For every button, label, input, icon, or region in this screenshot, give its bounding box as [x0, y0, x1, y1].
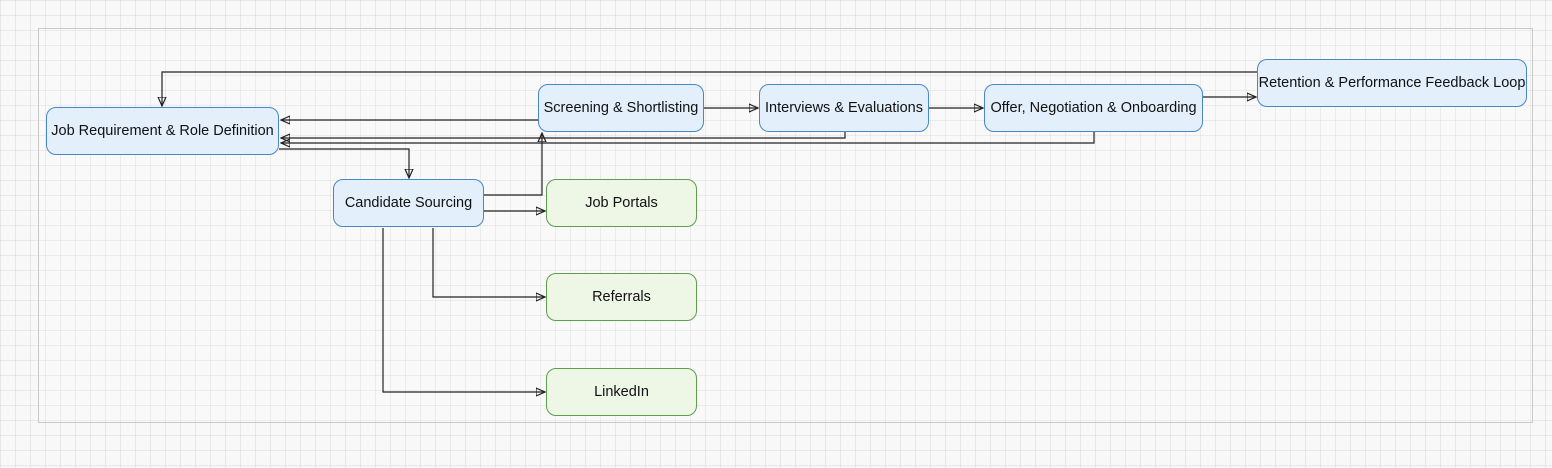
node-referrals[interactable]: Referrals — [546, 273, 697, 321]
node-screening[interactable]: Screening & Shortlisting — [538, 84, 704, 132]
node-offer[interactable]: Offer, Negotiation & Onboarding — [984, 84, 1203, 132]
node-job-portals[interactable]: Job Portals — [546, 179, 697, 227]
node-job-requirement[interactable]: Job Requirement & Role Definition — [46, 107, 279, 155]
node-interviews[interactable]: Interviews & Evaluations — [759, 84, 929, 132]
node-candidate-sourcing[interactable]: Candidate Sourcing — [333, 179, 484, 227]
node-retention[interactable]: Retention & Performance Feedback Loop — [1257, 59, 1527, 107]
node-linkedin[interactable]: LinkedIn — [546, 368, 697, 416]
